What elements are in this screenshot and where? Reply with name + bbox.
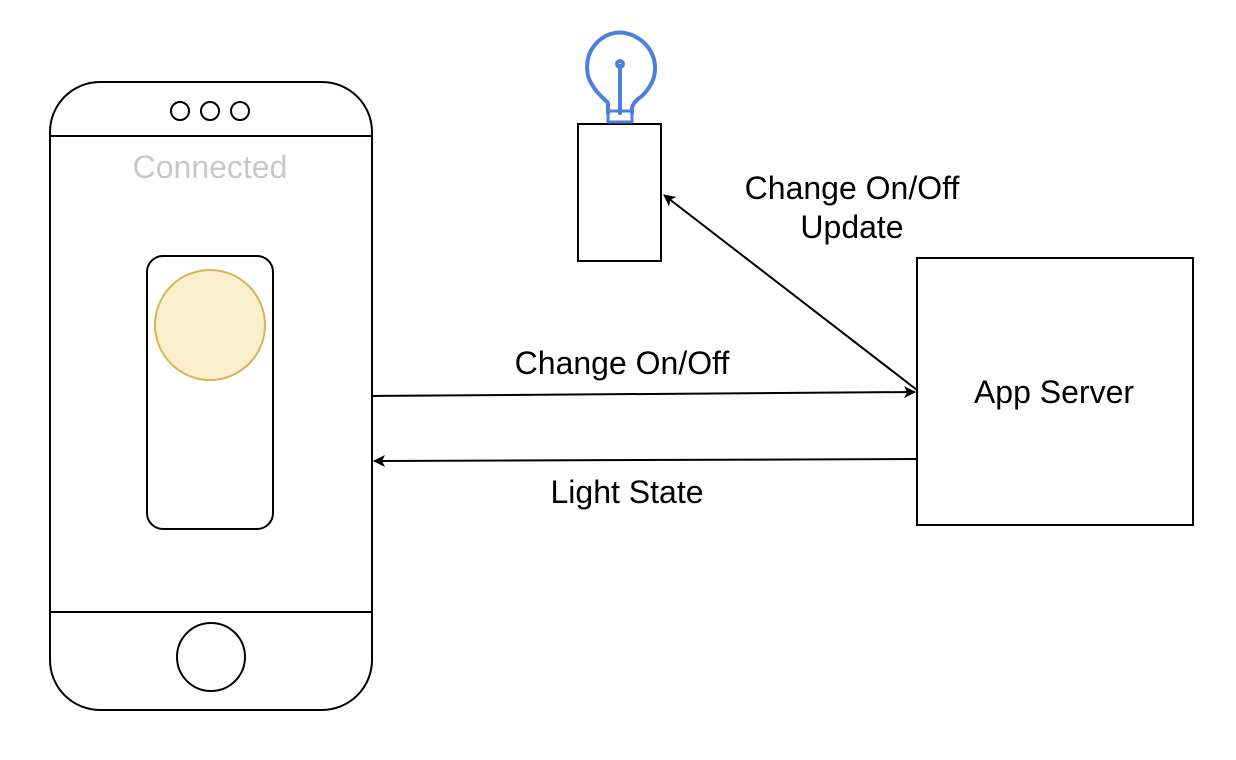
connection-status: Connected: [133, 149, 288, 185]
phone-device: Connected: [49, 81, 373, 711]
speaker-dot-3: [230, 101, 250, 121]
label-phone-to-server: Change On/Off: [515, 345, 730, 381]
lightbulb-icon: [585, 30, 658, 124]
arrow-server-to-phone: [373, 454, 918, 467]
app-server-node: App Server: [916, 257, 1194, 526]
edge-server-to-phone: Light State: [373, 454, 918, 510]
speaker-dot-1: [170, 101, 190, 121]
app-server-label: App Server: [974, 374, 1134, 410]
light-controller-box: [577, 123, 662, 262]
speaker-dot-2: [200, 101, 220, 121]
label-server-to-light-line1: Change On/Off: [745, 170, 960, 206]
home-button[interactable]: [176, 622, 246, 692]
label-server-to-phone: Light State: [551, 474, 704, 510]
label-server-to-light-line2: Update: [800, 209, 903, 245]
arrow-server-to-light: [663, 194, 918, 391]
arrow-phone-to-server: [371, 386, 916, 399]
light-device: [577, 30, 662, 262]
edge-phone-to-server: Change On/Off: [371, 345, 916, 399]
app-server-box: [916, 257, 1194, 526]
edge-server-to-light: Change On/Off Update: [663, 170, 960, 391]
light-toggle-knob[interactable]: [154, 269, 266, 381]
